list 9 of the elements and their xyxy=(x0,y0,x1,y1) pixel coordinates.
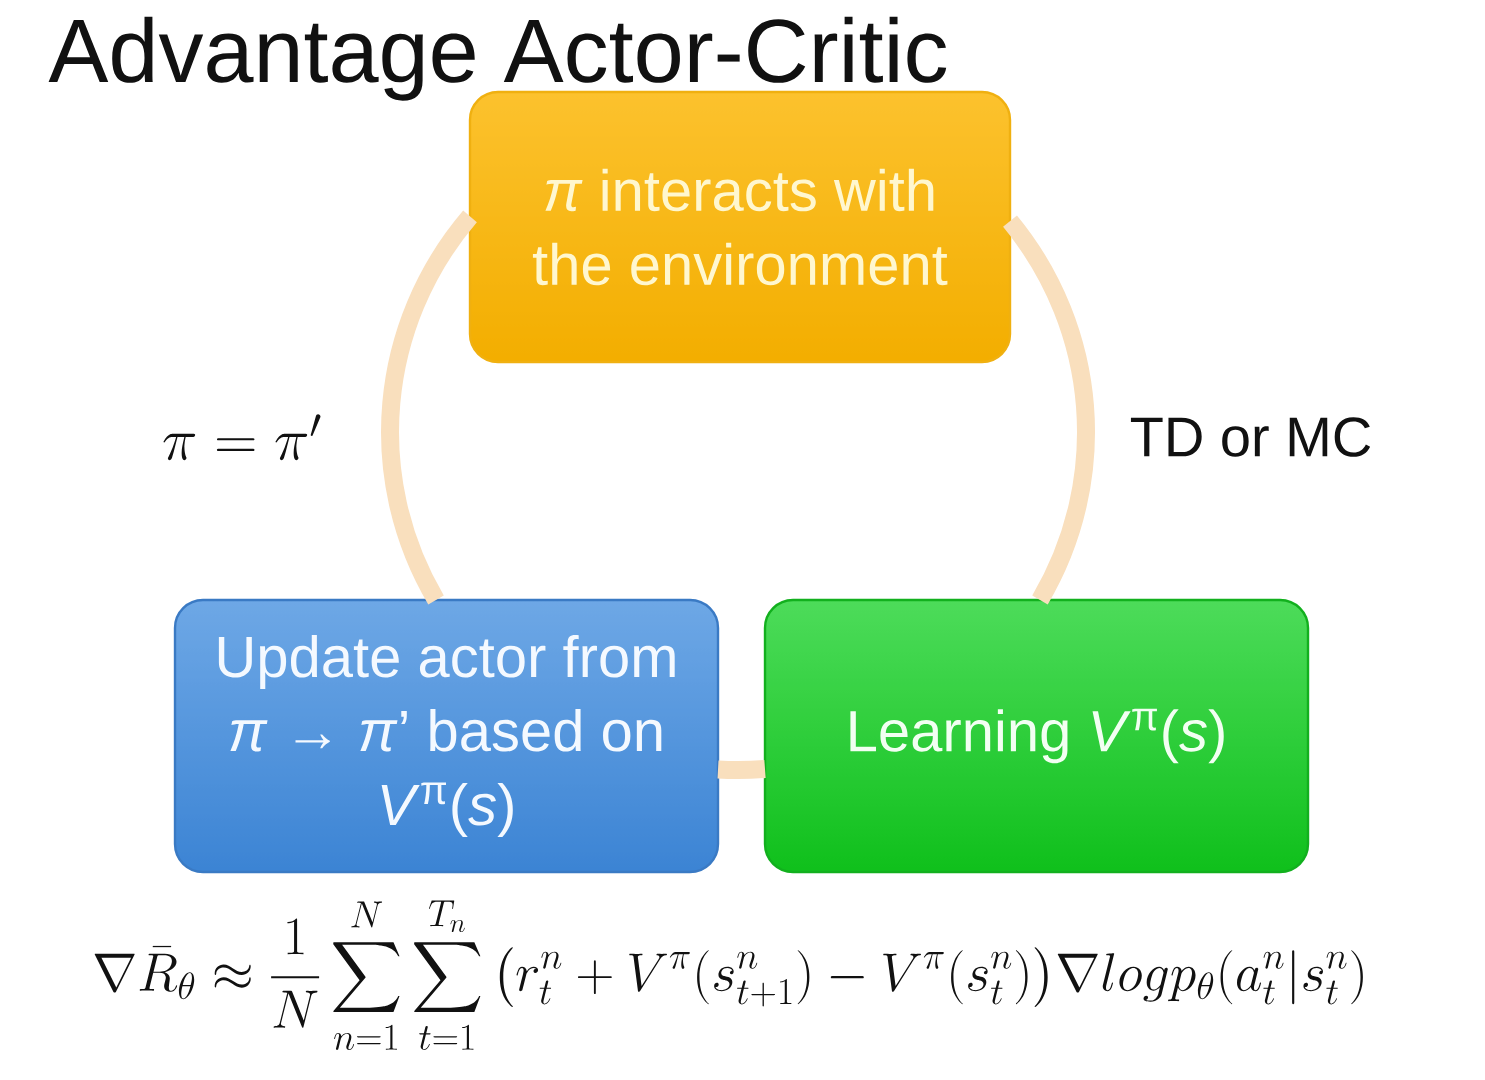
cycle-arc xyxy=(1002,215,1095,605)
cycle-arc xyxy=(381,210,478,605)
process-box: π interacts with the environment xyxy=(468,90,1012,364)
edge-label: TD or MC xyxy=(1125,413,1377,461)
process-box: Update actor from π → π’ based on V$^{π}$(s) xyxy=(173,598,720,874)
process-box: Learning V$^{π}$(s) xyxy=(763,598,1310,874)
formula: $\nabla \bar{R}_\theta \approx \frac{1}{N}\sum_{n=1}^{N}\sum_{t=1}^{T_n}\big(r_t^n + V^\pi(s_{t+1}^n) - V^\pi(s_t^n)\big)\nabla log p_\theta(a_t^n|s_t^n)$ xyxy=(94,900,1363,1050)
cycle-arc xyxy=(717,760,766,779)
edge-label: $\pi = \pi'$ xyxy=(158,410,326,464)
